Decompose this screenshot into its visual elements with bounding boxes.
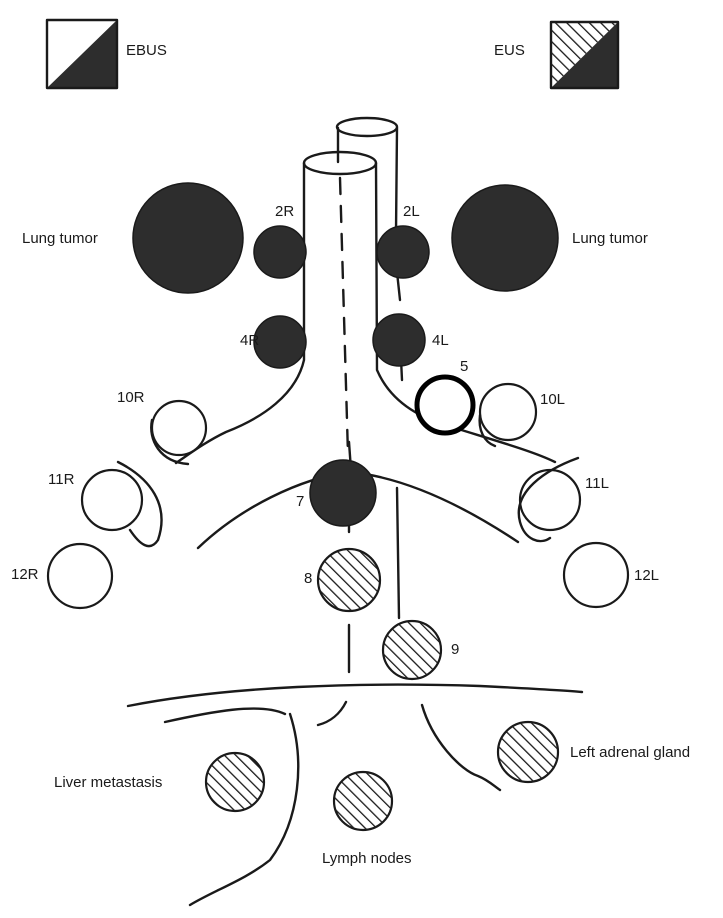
- lung-tumors: Lung tumor Lung tumor: [22, 183, 648, 293]
- left-adrenal-gland-label: Left adrenal gland: [570, 744, 690, 761]
- label-2R: 2R: [275, 203, 294, 220]
- label-4R: 4R: [240, 332, 259, 349]
- node-12R: [48, 544, 112, 608]
- eus-legend-label: EUS: [494, 42, 525, 59]
- liver-metastasis-mass: [206, 753, 264, 811]
- legend-eus: EUS: [494, 22, 618, 88]
- label-10R: 10R: [117, 389, 145, 406]
- label-11R: 11R: [48, 471, 75, 488]
- label-10L: 10L: [540, 391, 565, 408]
- lymph-nodes-mass: [334, 772, 392, 830]
- esophagus-top: [337, 118, 397, 136]
- label-12R: 12R: [11, 566, 39, 583]
- label-5: 5: [460, 358, 468, 375]
- node-2R: [254, 226, 306, 278]
- node-11R: [82, 470, 142, 530]
- midline-dashed: [340, 178, 348, 455]
- node-10L: [480, 384, 536, 440]
- lymph-nodes-label: Lymph nodes: [322, 850, 412, 867]
- lung-tumor-left-mass: [452, 185, 558, 291]
- node-4L: [373, 314, 425, 366]
- eus-legend-swatch: [551, 22, 618, 88]
- lung-tumor-left-label: Lung tumor: [572, 230, 648, 247]
- label-2L: 2L: [403, 203, 420, 220]
- esophagus-right-wall-upper: [396, 128, 397, 232]
- node-9: [383, 621, 441, 679]
- node-12L: [564, 543, 628, 607]
- ebus-legend-swatch: [47, 20, 117, 88]
- node-8: [318, 549, 380, 611]
- label-12L: 12L: [634, 567, 659, 584]
- node-7: [310, 460, 376, 526]
- liver-metastasis-label: Liver metastasis: [54, 774, 162, 791]
- legend-ebus: EBUS: [47, 20, 167, 88]
- left-adrenal-gland-mass: [498, 722, 558, 782]
- esophagus-descending: [397, 488, 399, 618]
- liver-upper-curve: [165, 709, 285, 722]
- label-4L: 4L: [432, 332, 449, 349]
- stomach-left-curve: [422, 705, 500, 790]
- node-10R: [152, 401, 206, 455]
- node-5: [417, 377, 473, 433]
- node-4R: [254, 316, 306, 368]
- label-8: 8: [304, 570, 312, 587]
- label-9: 9: [451, 641, 459, 658]
- diaphragm-line: [128, 685, 582, 706]
- label-7: 7: [296, 493, 304, 510]
- label-11L: 11L: [585, 475, 609, 492]
- node-11L: [520, 470, 580, 530]
- lung-tumor-right-label: Lung tumor: [22, 230, 98, 247]
- lung-tumor-right-mass: [133, 183, 243, 293]
- ebus-legend-label: EBUS: [126, 42, 167, 59]
- stomach-small-curve: [318, 702, 346, 725]
- trachea-top: [304, 152, 376, 174]
- node-2L: [377, 226, 429, 278]
